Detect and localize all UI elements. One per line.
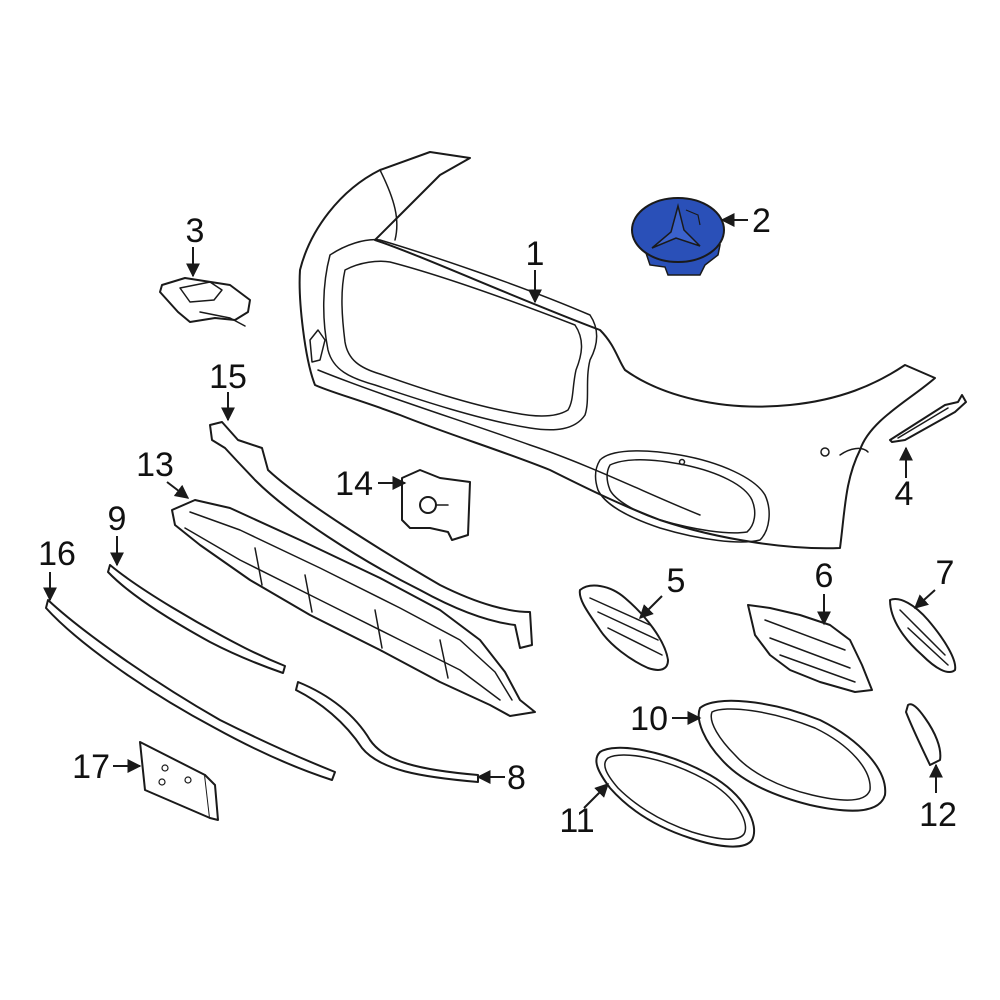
callout-6[interactable]: 6 [815,557,834,595]
callout-1[interactable]: 1 [526,235,545,273]
leader-lines [43,213,943,809]
emblem-part[interactable] [631,197,725,276]
callout-17[interactable]: 17 [72,748,110,786]
leader-13 [166,481,190,499]
callout-15[interactable]: 15 [209,358,247,396]
license-bracket-part-17[interactable] [139,741,219,821]
callout-11[interactable]: 11 [559,802,594,840]
leader-11 [583,783,609,809]
callout-4[interactable]: 4 [895,475,914,513]
grille-insert-part-5[interactable] [578,584,669,671]
bezel-ring-part-11[interactable] [595,746,756,848]
callout-12[interactable]: 12 [919,796,957,834]
reinforcement-part-15[interactable] [209,421,533,649]
callout-5[interactable]: 5 [667,562,686,600]
callout-labels: 1 2 3 4 5 6 7 8 9 10 11 12 13 14 15 16 1… [38,202,957,840]
callout-2[interactable]: 2 [752,202,771,240]
callout-10[interactable]: 10 [630,700,668,738]
callout-9[interactable]: 9 [108,500,127,538]
grille-bracket-part-6[interactable] [747,604,873,693]
sensor-bracket-part-14[interactable] [401,469,471,541]
bumper-cover-part[interactable] [298,151,936,550]
bracket-part-3[interactable] [159,277,251,327]
bracket-part-12[interactable] [905,703,942,766]
fog-bezel-part-10[interactable] [697,699,887,812]
callout-14[interactable]: 14 [335,465,373,503]
leader-7 [913,589,936,609]
molding-strip-part-9[interactable] [107,564,286,674]
leader-5 [639,595,663,619]
callout-13[interactable]: 13 [136,446,174,484]
long-molding-part-16[interactable] [45,599,336,781]
grille-insert-part-7[interactable] [889,598,957,674]
callout-3[interactable]: 3 [186,212,205,250]
callout-8[interactable]: 8 [507,759,526,797]
side-trim-part-4[interactable] [889,394,967,443]
callout-7[interactable]: 7 [936,554,955,592]
lower-grille-part-13[interactable] [171,499,536,717]
callout-16[interactable]: 16 [38,535,76,573]
